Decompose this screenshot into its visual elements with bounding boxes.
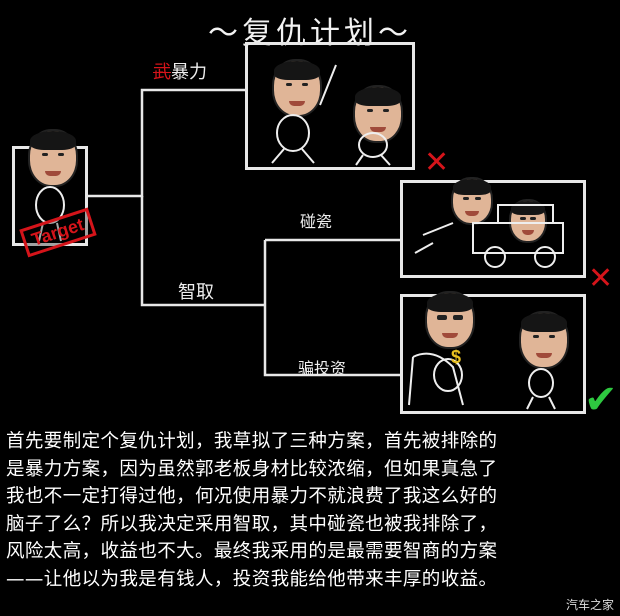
porcelain-box <box>400 177 586 278</box>
caption-line: 脑子了么？所以我决定采用智取，其中碰瓷也被我排除了， <box>6 513 498 535</box>
svg-text:$: $ <box>451 347 461 367</box>
fight-sketch <box>271 64 391 166</box>
stick-body <box>35 186 65 242</box>
caption-line: 首先要制定个复仇计划，我草拟了三种方案，首先被排除的 <box>6 431 498 452</box>
approve-mark-scam: ✔ <box>584 377 618 423</box>
target-box <box>12 129 88 246</box>
pedestrian-face <box>451 177 493 225</box>
target-face <box>28 129 78 187</box>
porcelain-label: 碰瓷 <box>300 212 333 231</box>
investment-sketch: $ <box>408 347 556 410</box>
caption-line: 我也不一定打得过他，何况使用暴力不就浪费了我这么好的 <box>6 486 498 507</box>
boss-face <box>519 311 569 369</box>
violence-box <box>245 42 415 170</box>
struck-word: 武 <box>153 62 171 83</box>
rich-man-face <box>425 291 475 349</box>
caption-line: 风险太高，收益也不大。最终我采用的是最需要智商的方案 <box>6 541 498 562</box>
caption-line: ——让他以为我是有钱人，投资我能给他带来丰厚的收益。 <box>6 568 498 590</box>
decision-tree-lines <box>88 88 400 377</box>
reject-mark-violence: ✕ <box>424 145 450 180</box>
plan-title: ～复仇计划～ <box>208 16 412 51</box>
car-sketch <box>414 204 564 268</box>
violence-label: 武暴力 <box>153 62 207 83</box>
scam-label: 骗投资 <box>298 359 347 378</box>
story-caption: 首先要制定个复仇计划，我草拟了三种方案，首先被排除的 是暴力方案，因为虽然郭老板… <box>6 428 618 593</box>
wisdom-label: 智取 <box>178 282 214 303</box>
attacker-face <box>272 59 322 117</box>
site-watermark: 汽车之家 <box>565 598 614 612</box>
reject-mark-porcelain: ✕ <box>588 261 614 296</box>
caption-line: 是暴力方案，因为虽然郭老板身材比较浓缩，但如果真急了 <box>6 458 498 480</box>
scam-box: $ <box>400 291 586 414</box>
